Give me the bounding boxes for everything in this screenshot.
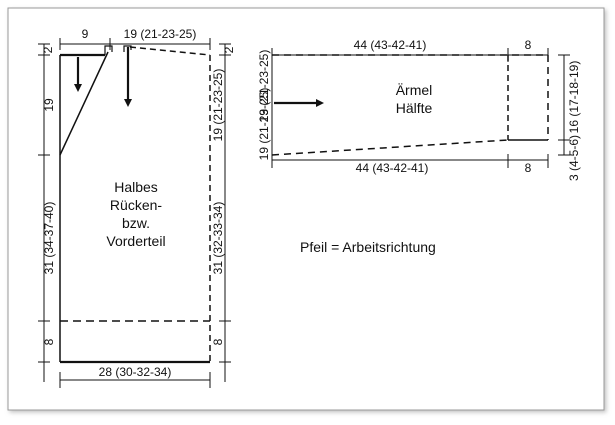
dim-right-upper-height: 19 (21-23-25)	[211, 69, 225, 142]
dim-sleeve-bottom-cuff: 8	[525, 161, 532, 175]
dim-right-lower-height: 31 (32-33-34)	[211, 202, 225, 275]
outer-border	[7, 7, 605, 411]
sleeve-label-line-2: Hälfte	[396, 100, 433, 116]
dim-sleeve-top-main: 44 (43-42-41)	[354, 38, 427, 52]
dim-bottom-width: 28 (30-32-34)	[99, 365, 172, 379]
dim-left-top-gauge: 2	[41, 46, 55, 53]
back-label-line-2: Rücken-	[110, 197, 162, 213]
back-label-line-3: bzw.	[122, 215, 150, 231]
dim-sleeve-top-cuff: 8	[525, 38, 532, 52]
sleeve-piece	[271, 48, 570, 168]
dim-sleeve-right-height: 16 (17-18-19)	[567, 61, 581, 134]
legend-text: Pfeil = Arbeitsrichtung	[300, 239, 436, 255]
dim-left-rib-height: 8	[42, 338, 56, 345]
dim-left-upper-height: 19	[42, 98, 56, 112]
dim-sleeve-bottom-main: 44 (43-42-41)	[356, 161, 429, 175]
dim-sleeve-left-bottom: 19 (21-23-25)	[257, 88, 271, 161]
back-label-line-4: Vorderteil	[106, 233, 165, 249]
sleeve-label-line-1: Ärmel	[396, 82, 433, 98]
dim-sleeve-right-small: 3 (4-5-6)	[567, 135, 581, 181]
sleeve-label: Ärmel Hälfte	[396, 82, 433, 116]
back-front-piece	[38, 38, 231, 388]
back-piece-label: Halbes Rücken- bzw. Vorderteil	[106, 179, 165, 249]
dim-top-right-width: 19 (21-23-25)	[124, 27, 197, 41]
dim-top-left-width: 9	[82, 27, 89, 41]
dim-right-top-gauge: 2	[222, 46, 236, 53]
dim-sleeve-left-top: 19 (21-23-25)	[257, 50, 271, 123]
dim-right-rib-height: 8	[211, 338, 225, 345]
back-label-line-1: Halbes	[114, 179, 158, 195]
dim-left-lower-height: 31 (34-37-40)	[42, 202, 56, 275]
work-direction-arrows	[74, 47, 132, 107]
